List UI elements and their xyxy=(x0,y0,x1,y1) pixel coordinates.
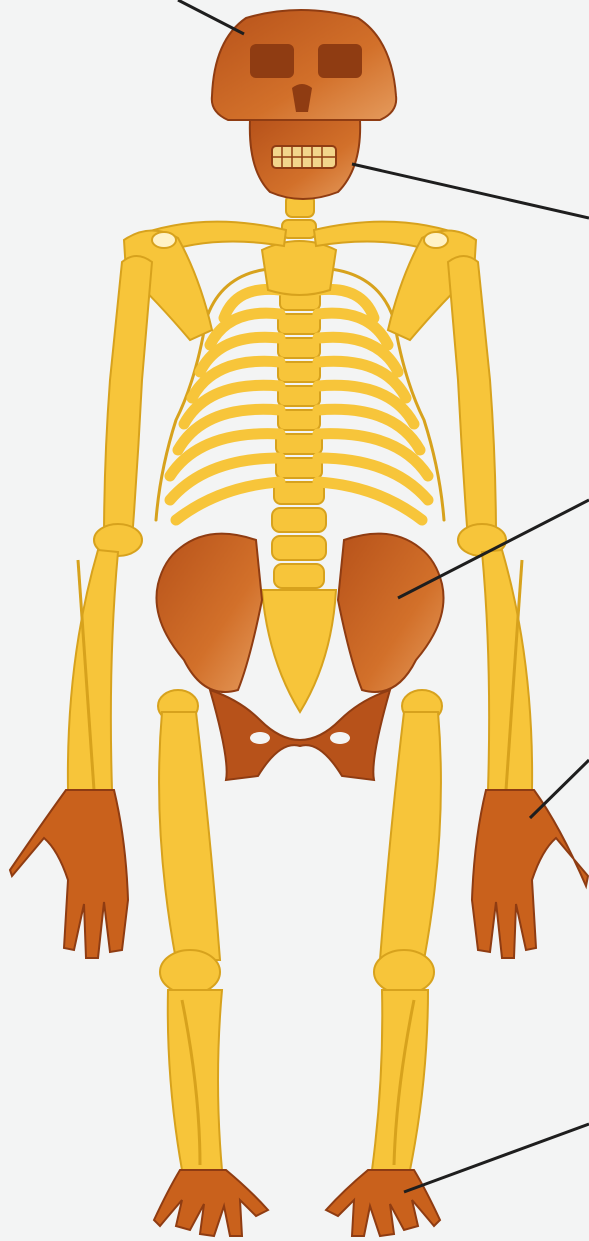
jaw xyxy=(250,120,360,199)
right-hand xyxy=(10,790,128,958)
skull xyxy=(212,10,396,120)
left-eye-socket xyxy=(250,44,294,78)
hand-leader-line xyxy=(530,760,589,818)
left-foot xyxy=(326,1170,440,1236)
sternum xyxy=(262,241,336,295)
foot-leader-line xyxy=(404,1124,589,1192)
jaw-leader-line xyxy=(352,164,589,218)
right-foot xyxy=(154,1170,268,1236)
right-eye-socket xyxy=(318,44,362,78)
left-hand xyxy=(472,790,588,958)
legs xyxy=(158,690,442,1170)
skull-leader-line xyxy=(178,0,244,34)
